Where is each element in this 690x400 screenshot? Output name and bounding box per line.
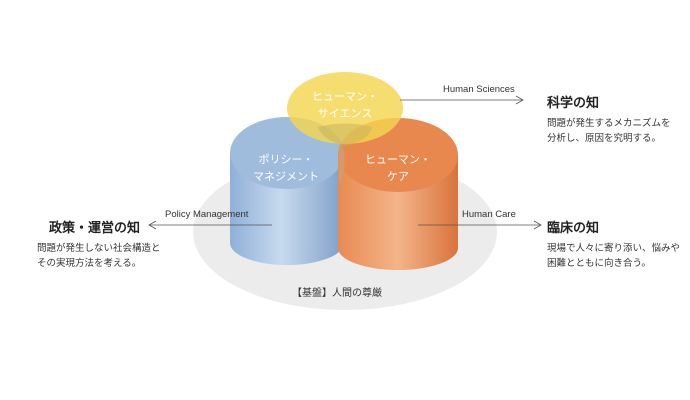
policy-label-line1: ポリシー・ (258, 153, 314, 166)
arrow-policy-label: Policy Management (165, 209, 249, 220)
care-knowledge-line2: 困難とともに向き合う。 (547, 258, 651, 269)
base-label: 【基盤】人間の尊厳 (292, 288, 382, 299)
science-label: ヒューマン・ サイエンス (305, 88, 385, 122)
policy-knowledge: 政策・運営の知 問題が発生しない社会構造と その実現方法を考える。 (37, 217, 161, 271)
care-label-line2: ケア (387, 170, 409, 183)
care-label: ヒューマン・ ケア (358, 151, 438, 185)
science-label-line2: サイエンス (317, 107, 373, 120)
arrow-science-label: Human Sciences (443, 84, 515, 95)
overlap-policy-care (338, 140, 345, 185)
science-knowledge-title: 科学の知 (547, 96, 600, 111)
policy-knowledge-line2: その実現方法を考える。 (37, 258, 142, 269)
arrow-policy (148, 220, 272, 230)
policy-label-line2: マネジメント (253, 170, 319, 183)
policy-knowledge-line1: 問題が発生しない社会構造と (37, 243, 161, 254)
care-knowledge: 臨床の知 現場で人々に寄り添い、悩みや 困難とともに向き合う。 (547, 217, 680, 271)
care-label-line1: ヒューマン・ (365, 153, 431, 166)
science-label-line1: ヒューマン・ (312, 90, 378, 103)
arrow-care (418, 220, 542, 230)
policy-knowledge-title: 政策・運営の知 (49, 221, 141, 236)
overlap-center (318, 123, 372, 146)
arrow-care-label: Human Care (462, 209, 516, 220)
policy-label: ポリシー・ マネジメント (245, 151, 327, 185)
care-knowledge-line1: 現場で人々に寄り添い、悩みや (547, 243, 681, 254)
science-circle (287, 72, 403, 144)
care-knowledge-title: 臨床の知 (547, 221, 600, 236)
science-knowledge: 科学の知 問題が発生するメカニズムを 分析し、原因を究明する。 (547, 92, 671, 146)
science-knowledge-line1: 問題が発生するメカニズムを (547, 118, 671, 129)
science-knowledge-line2: 分析し、原因を究明する。 (547, 133, 662, 144)
arrow-science (400, 95, 524, 105)
